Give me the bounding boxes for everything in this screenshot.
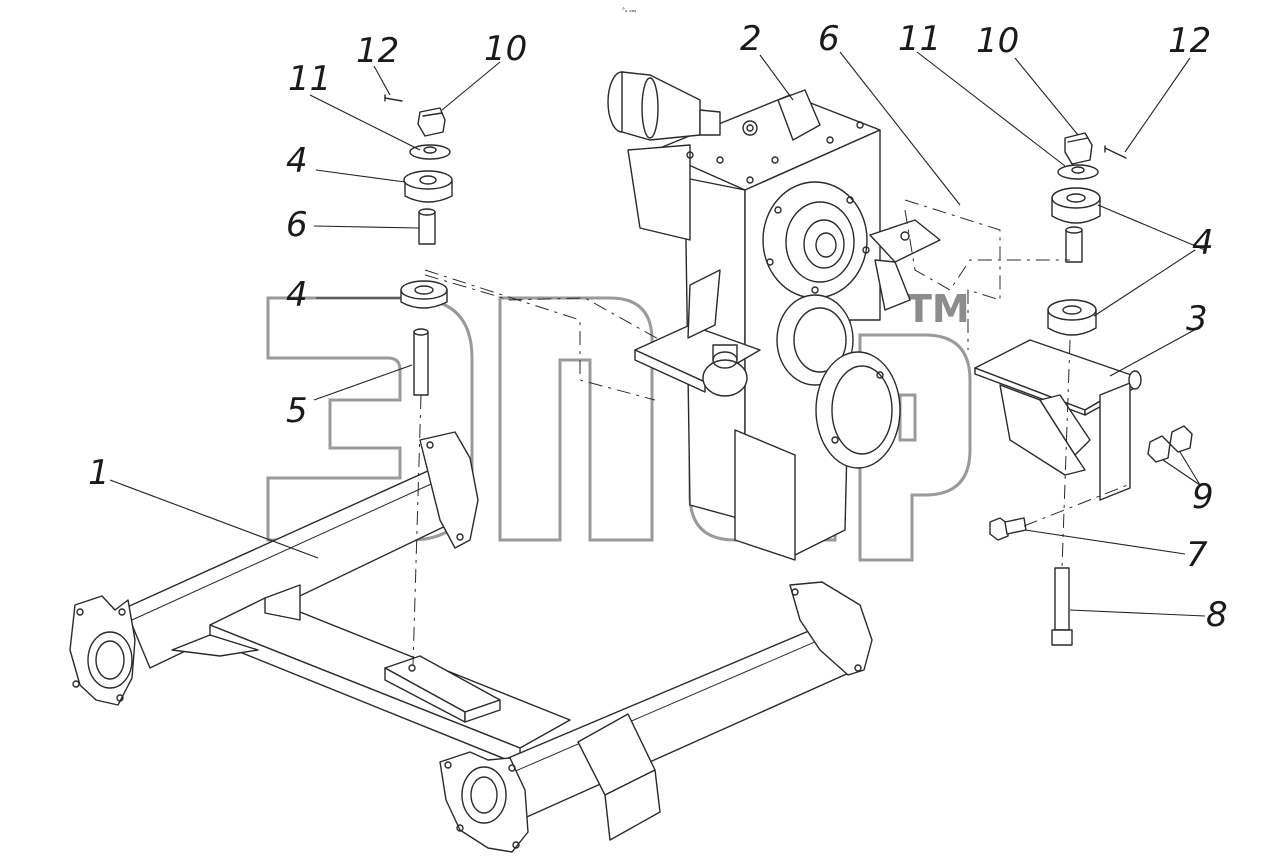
callout-6-left: 6 [286, 205, 308, 245]
callout-12-left: 12 [356, 31, 399, 71]
callout-5: 5 [286, 391, 308, 431]
right-mount-stack [904, 132, 1193, 646]
callout-10-left: 10 [484, 29, 527, 69]
callout-4-lower-left: 4 [286, 275, 308, 315]
frame-part-1 [69, 431, 873, 853]
callout-11-left: 11 [288, 59, 331, 99]
leader-lines [109, 51, 1206, 617]
callout-3: 3 [1186, 299, 1208, 339]
left-mount-stack [384, 94, 661, 666]
callout-12-right: 12 [1168, 21, 1211, 61]
callout-2: 2 [740, 19, 762, 59]
callout-9: 9 [1192, 477, 1214, 517]
callout-11-right: 11 [898, 19, 941, 59]
watermark-tm: TM [906, 287, 970, 331]
callout-10-right: 10 [976, 21, 1019, 61]
callout-8: 8 [1206, 595, 1228, 635]
callout-labels: 1 2 3 4 4 4 5 6 6 7 8 9 10 10 11 11 12 1… [88, 19, 1228, 635]
top-mark: °ₐ ₐₐₐ [622, 7, 636, 14]
callout-4-right: 4 [1192, 223, 1214, 263]
callout-7: 7 [1186, 535, 1208, 575]
callout-1: 1 [88, 453, 110, 493]
callout-6-right: 6 [818, 19, 840, 59]
gearbox-part-2 [607, 71, 941, 561]
callout-4-upper-left: 4 [286, 141, 308, 181]
